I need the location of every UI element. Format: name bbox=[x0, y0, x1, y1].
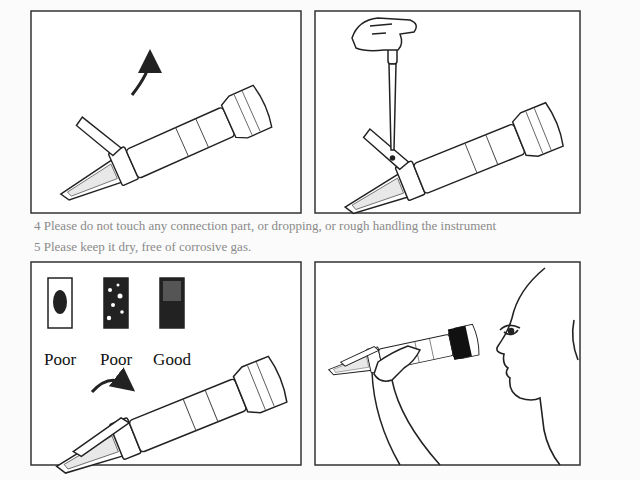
refractometer-closed bbox=[48, 355, 289, 480]
quality-label: Poor bbox=[44, 350, 76, 370]
close-arrow bbox=[92, 380, 128, 392]
face-profile bbox=[497, 268, 578, 465]
holding-hand bbox=[372, 346, 440, 465]
refractometer-view bbox=[326, 324, 481, 386]
hand bbox=[352, 18, 416, 51]
instruction-note: 4 Please do not touch any connection par… bbox=[34, 218, 496, 234]
quality-label: Good bbox=[153, 350, 191, 370]
quality-label: Poor bbox=[100, 350, 132, 370]
instruction-note: 5 Please keep it dry, free of corrosive … bbox=[34, 239, 251, 255]
panel-frames bbox=[31, 11, 580, 465]
refractometer-sample bbox=[322, 63, 566, 230]
view-samples bbox=[48, 278, 184, 328]
pipette bbox=[388, 42, 397, 160]
open-arrow bbox=[132, 58, 150, 95]
refractometer-open bbox=[36, 47, 274, 216]
